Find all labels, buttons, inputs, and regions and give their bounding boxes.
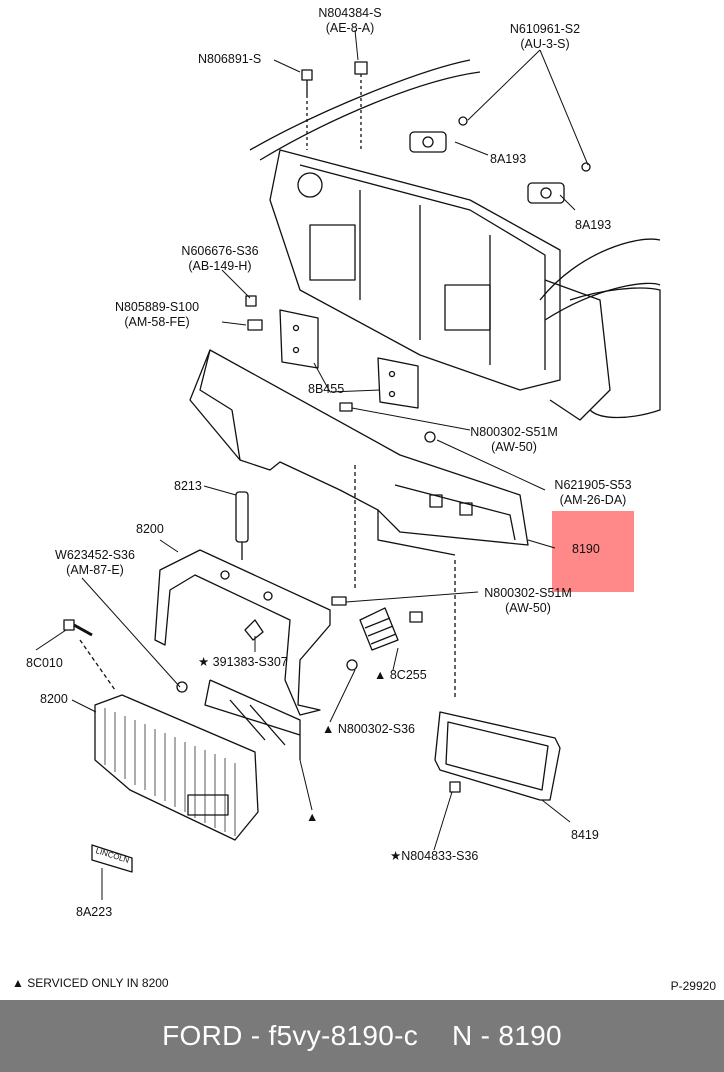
lincoln-badge	[91, 844, 133, 873]
label-n804384: N804384-S	[318, 6, 382, 20]
label-n800302-top-sub: (AW-50)	[491, 440, 537, 454]
label-8a223: 8A223	[76, 905, 113, 919]
bracket-8a193-top	[409, 116, 468, 153]
label-n804384-sub: (AE-8-A)	[325, 21, 375, 35]
support-bracket	[204, 679, 301, 760]
label-n391383: ★ 391383-S307	[198, 655, 288, 669]
drawing-code: P-29920	[670, 979, 716, 993]
bolt-n806891	[301, 69, 313, 150]
nut-n804384	[354, 61, 368, 150]
bracket-8b455-right	[377, 357, 419, 409]
radiator-support	[269, 149, 661, 421]
label-8200-bottom: 8200	[40, 692, 68, 706]
label-8a193-top: 8A193	[490, 152, 527, 166]
fender-right	[539, 238, 661, 321]
label-n806891: N806891-S	[198, 52, 262, 66]
adjuster-spring	[359, 607, 423, 651]
label-8419: 8419	[571, 828, 599, 842]
leader-lines	[35, 29, 589, 900]
label-triangle: ▲	[306, 810, 319, 824]
nut-small	[346, 659, 358, 671]
label-n621905-sub: (AM-26-DA)	[559, 493, 627, 507]
service-note: ▲ SERVICED ONLY IN 8200	[12, 976, 169, 990]
headlamp-housing-8190	[189, 349, 529, 556]
guide-line-pin	[79, 639, 116, 691]
grille-8200	[94, 681, 259, 841]
label-8c255: ▲ 8C255	[374, 668, 427, 682]
label-8200-top: 8200	[136, 522, 164, 536]
label-8190: 8190	[572, 542, 600, 556]
label-n805889-sub: (AM-58-FE)	[124, 315, 190, 329]
label-8b455: 8B455	[308, 382, 345, 396]
diagram-drawing	[35, 29, 661, 900]
hood-edge	[249, 59, 481, 161]
parts-diagram: N804384-S (AE-8-A) N610961-S2 (AU-3-S) N…	[12, 6, 716, 993]
footer-ref-text: N - 8190	[452, 1020, 562, 1051]
bezel-8419	[434, 711, 561, 801]
label-n805889: N805889-S100	[114, 300, 200, 314]
label-n800302-mid: N800302-S51M	[484, 586, 572, 600]
label-n800302-mid-sub: (AW-50)	[505, 601, 551, 615]
adjuster-8213	[235, 491, 249, 560]
bracket-8a193-bottom	[527, 162, 591, 204]
label-n606676: N606676-S36	[181, 244, 259, 258]
grille-frame-8200	[154, 549, 331, 716]
screws-left	[245, 295, 263, 331]
bracket-8b455-left	[279, 309, 319, 369]
label-8213: 8213	[174, 479, 202, 493]
footer-part-text: FORD - f5vy-8190-c	[162, 1020, 419, 1051]
label-n610961-sub: (AU-3-S)	[520, 37, 570, 51]
label-n606676-sub: (AB-149-H)	[188, 259, 252, 273]
label-n800302-top: N800302-S51M	[470, 425, 558, 439]
label-w623452-sub: (AM-87-E)	[66, 563, 124, 577]
label-8c010: 8C010	[26, 656, 63, 670]
highlight-box-8190	[552, 511, 634, 592]
label-n610961: N610961-S2	[509, 22, 581, 36]
label-n621905: N621905-S53	[554, 478, 632, 492]
label-n800302-s36: ▲ N800302-S36	[322, 722, 415, 736]
footer-bar: FORD - f5vy-8190-c N - 8190	[0, 1000, 724, 1072]
label-w623452: W623452-S36	[55, 548, 135, 562]
fasteners-middle	[331, 402, 436, 606]
pin-8c010	[63, 619, 93, 637]
label-8a193-bottom: 8A193	[575, 218, 612, 232]
label-n804833: ★N804833-S36	[390, 849, 479, 863]
